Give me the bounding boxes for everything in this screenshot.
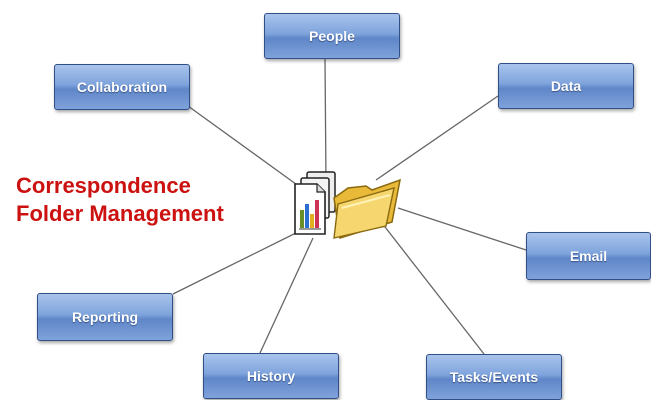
people-label: People — [309, 28, 355, 44]
data-node[interactable]: Data — [498, 63, 634, 109]
documents-chart-icon — [294, 171, 336, 235]
email-node[interactable]: Email — [526, 232, 651, 280]
data-label: Data — [550, 78, 582, 94]
center-icon-group — [294, 171, 401, 239]
collaboration-label: Collaboration — [76, 79, 168, 95]
title-line-1: Correspondence — [16, 173, 191, 198]
reporting-label: Reporting — [71, 309, 139, 325]
connector-history — [259, 237, 314, 354]
people-node[interactable]: People — [264, 13, 400, 59]
history-label: History — [246, 368, 296, 384]
connector-collaboration — [187, 105, 301, 188]
diagram-title: Correspondence Folder Management — [16, 172, 224, 228]
email-label: Email — [569, 248, 608, 264]
connector-email — [397, 207, 527, 251]
reporting-node[interactable]: Reporting — [37, 293, 173, 341]
title-line-2: Folder Management — [16, 201, 224, 226]
collaboration-node[interactable]: Collaboration — [54, 64, 190, 110]
tasks-events-node[interactable]: Tasks/Events — [426, 354, 562, 400]
history-node[interactable]: History — [203, 353, 339, 399]
connector-people — [324, 58, 327, 183]
folder-icon — [333, 178, 401, 239]
connector-tasks — [377, 217, 485, 355]
connector-reporting — [172, 229, 303, 295]
connector-data — [375, 95, 499, 181]
tasks-events-label: Tasks/Events — [449, 369, 539, 385]
